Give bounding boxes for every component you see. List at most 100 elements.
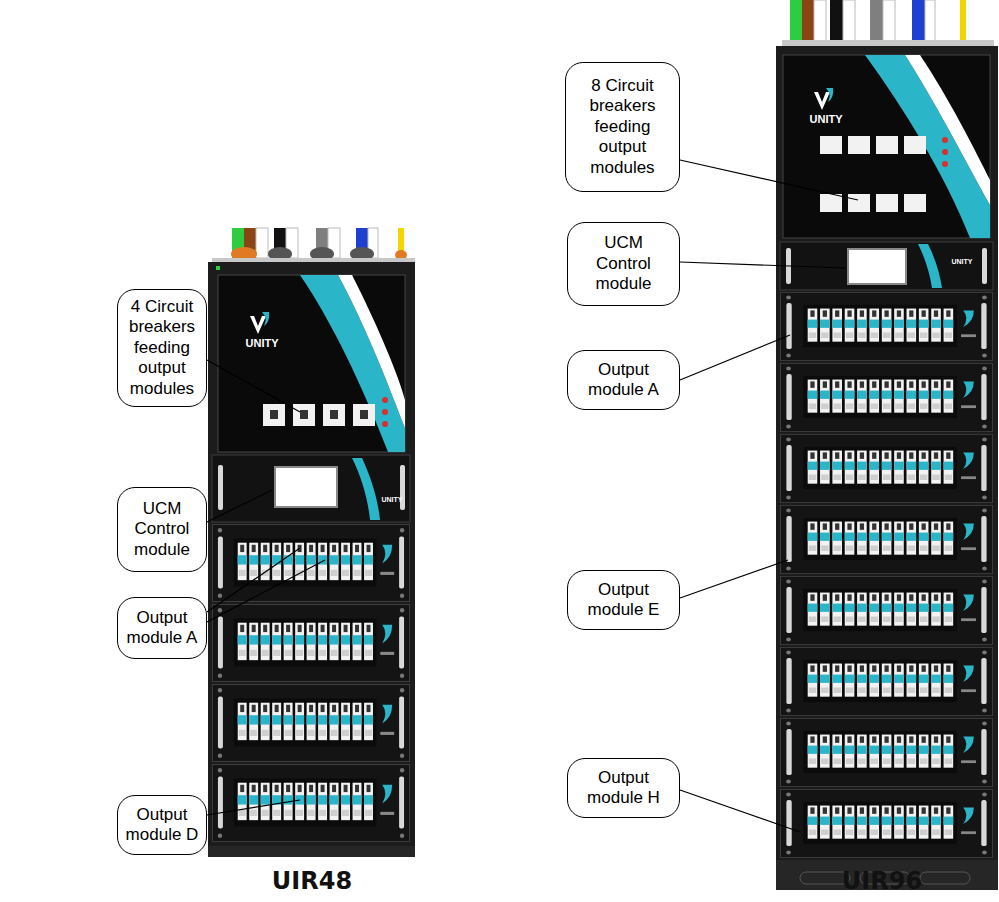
- cabinet: [300, 410, 308, 419]
- cabinet: [360, 410, 368, 419]
- cabinet: [942, 149, 948, 155]
- cabinet: [353, 404, 375, 426]
- cabinet: [820, 194, 842, 212]
- cabinet: [300, 275, 405, 452]
- cables: [843, 0, 855, 44]
- cables: [925, 0, 935, 44]
- cabinet: [904, 194, 926, 212]
- cabinet: [262, 312, 269, 326]
- cabinet: [814, 92, 830, 110]
- callout-text: UCM Control module: [578, 233, 669, 294]
- leader-lines: [680, 160, 858, 200]
- cabinet: [820, 136, 842, 154]
- callout-text: Output module A: [578, 360, 669, 401]
- logo-text: UNITY: [246, 337, 279, 349]
- cabinet: [208, 262, 415, 857]
- cabinet: [218, 275, 405, 452]
- cabinet: [942, 161, 948, 167]
- callout-text: 4 Circuit breakers feeding output module…: [122, 297, 202, 399]
- cabinet: [904, 136, 926, 154]
- cabinet: [212, 765, 409, 842]
- cabinet: [275, 467, 337, 507]
- cabinet: [865, 55, 990, 238]
- cables: [870, 0, 883, 44]
- cabinet: [212, 605, 409, 682]
- cabinet: [942, 137, 948, 143]
- logo-text: UNITY: [810, 113, 843, 125]
- cabinet: [848, 249, 906, 284]
- callout-box: Output module A: [567, 350, 680, 410]
- cabinet: [781, 434, 993, 502]
- cabinet: [781, 292, 993, 360]
- cabinet: [212, 455, 410, 522]
- cabinet: [208, 846, 415, 857]
- callout-text: Output module H: [578, 768, 669, 809]
- leader-lines: [680, 560, 788, 598]
- cabinet: [400, 465, 405, 510]
- cabinet: [848, 136, 870, 154]
- cabinet: [218, 465, 223, 510]
- cables: [912, 0, 925, 44]
- cabinet: [918, 244, 942, 288]
- cables: [212, 228, 415, 264]
- cables: [802, 0, 814, 44]
- leader-lines: [207, 160, 858, 832]
- cables: [960, 0, 966, 44]
- cabinet: [876, 136, 898, 154]
- cabinet: [876, 194, 898, 212]
- cables: [256, 228, 268, 258]
- callout-box: 8 Circuit breakers feeding output module…: [565, 62, 680, 192]
- callout-text: UCM Control module: [122, 499, 202, 560]
- cabinet: [780, 242, 993, 290]
- cables: [830, 0, 843, 44]
- cabinet: [781, 576, 993, 644]
- cabinet: [382, 397, 388, 403]
- callout-text: Output module D: [122, 805, 202, 846]
- cabinet: [920, 872, 970, 884]
- cables: [814, 0, 826, 44]
- logo-text: UNITY: [382, 496, 403, 503]
- leader-lines: [680, 790, 800, 832]
- callout-box: Output module A: [117, 597, 207, 659]
- callout-text: Output module E: [578, 580, 669, 621]
- leader-lines: [207, 490, 272, 522]
- cables: [782, 0, 994, 46]
- cabinet: [781, 363, 993, 431]
- cabinet: [826, 88, 833, 102]
- cables: [883, 0, 895, 44]
- cabinet: [216, 266, 220, 270]
- cabinet: [781, 505, 993, 573]
- leader-lines: [207, 360, 300, 412]
- model-name: UIR96: [842, 867, 922, 895]
- cabinet: [338, 275, 405, 428]
- leader-lines: [680, 335, 790, 380]
- leader-lines: [207, 560, 325, 622]
- cabinet: [783, 55, 990, 238]
- cabinet: [776, 46, 998, 890]
- callout-text: Output module A: [122, 608, 202, 649]
- cables: [782, 40, 994, 46]
- model-name: UIR48: [272, 867, 352, 895]
- cabinet: [212, 525, 409, 602]
- cabinet: [382, 421, 388, 427]
- leader-lines: [207, 800, 300, 815]
- cabinet: [776, 46, 998, 890]
- leader-lines: [680, 262, 845, 268]
- cabinet: [905, 55, 990, 205]
- cabinet: [323, 404, 345, 426]
- cabinet: [781, 718, 993, 786]
- cabinet: [250, 316, 266, 334]
- cabinet: [848, 194, 870, 212]
- callout-box: UCM Control module: [117, 487, 207, 572]
- cabinet: [982, 248, 987, 284]
- cabinet: [781, 647, 993, 715]
- logo-text: UNITY: [952, 258, 973, 265]
- cabinet: [212, 685, 409, 762]
- callout-box: 4 Circuit breakers feeding output module…: [117, 289, 207, 407]
- callout-box: Output module E: [567, 570, 680, 630]
- callout-box: UCM Control module: [567, 222, 680, 306]
- cabinet: [330, 410, 338, 419]
- cabinet: [208, 262, 415, 857]
